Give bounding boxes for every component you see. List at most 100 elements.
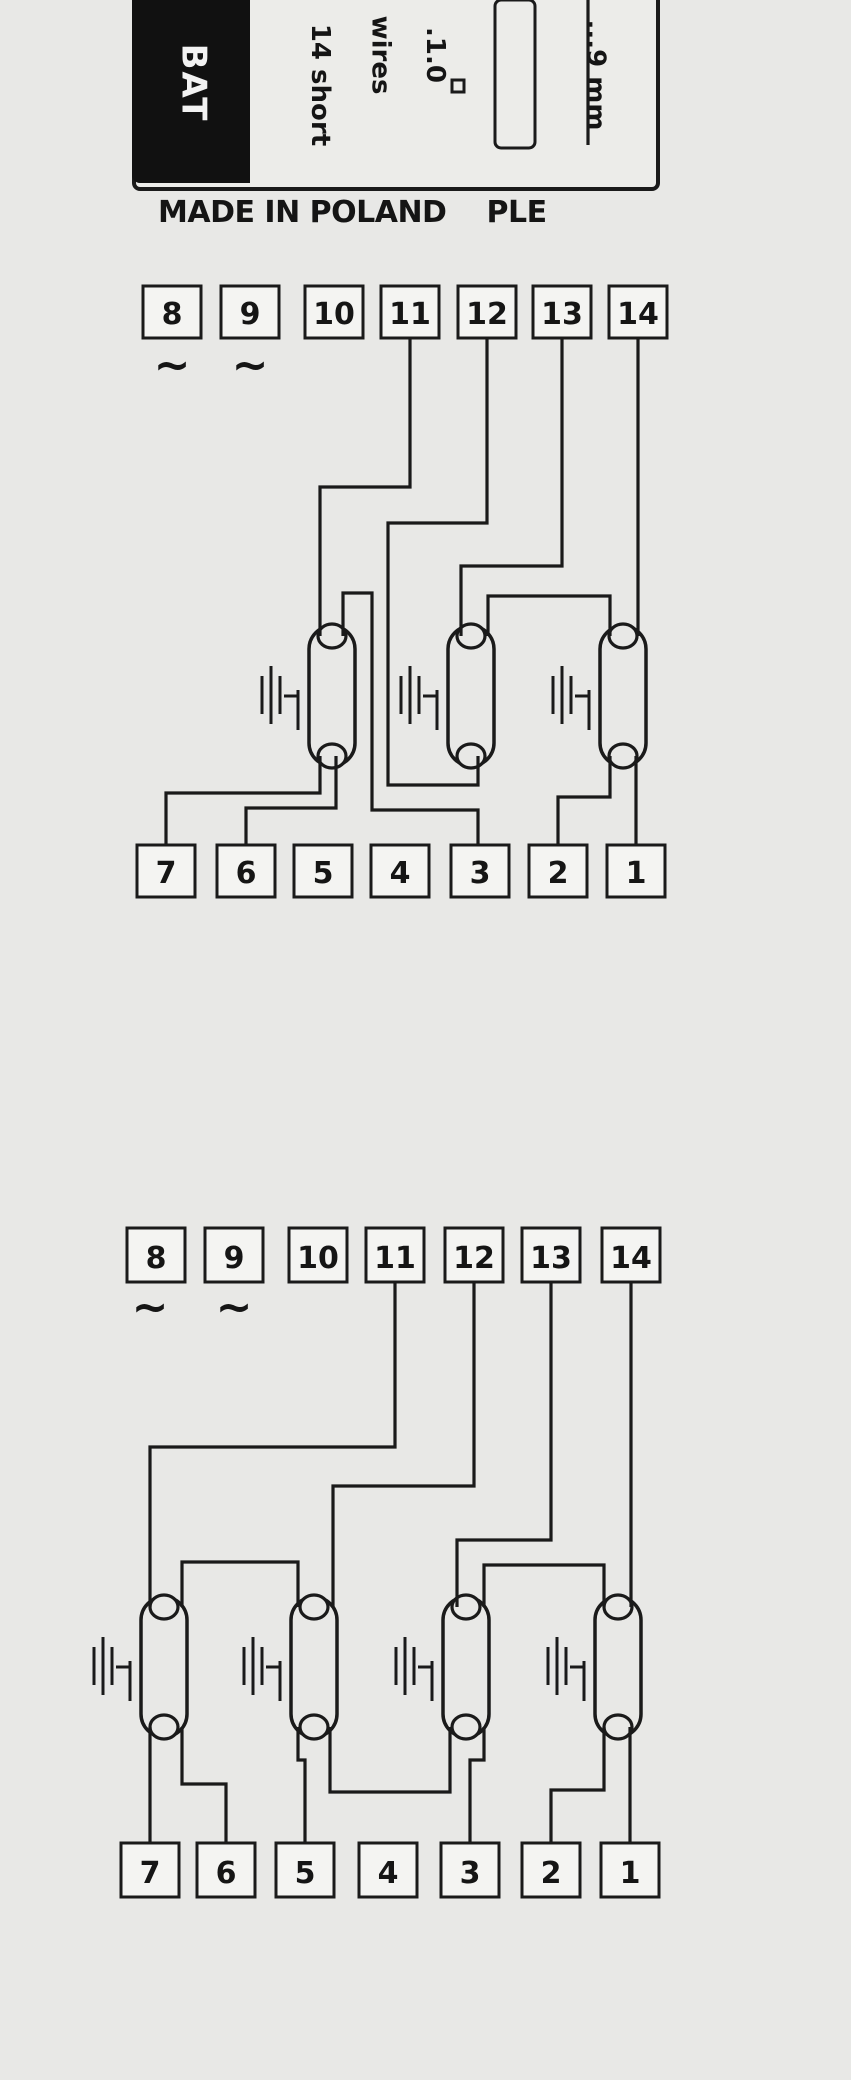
square-mark-icon [450, 78, 466, 94]
pin-number: 6 [236, 856, 257, 891]
glow-starter-icon [551, 666, 591, 730]
top-pin-9: 9 [203, 1226, 265, 1284]
pin-number: 3 [460, 1856, 481, 1891]
bottom-pin-1: 1 [599, 1841, 661, 1899]
wire-5 [296, 1727, 307, 1843]
tube-electrode-bottom [298, 1713, 330, 1741]
fluorescent-tube-1 [92, 1593, 189, 1741]
tube-electrode-bottom [455, 742, 487, 770]
ac-symbol: ~ [154, 340, 191, 391]
bottom-pin-2: 2 [520, 1841, 582, 1899]
made-in-poland: MADE IN POLAND [158, 195, 447, 230]
glow-starter-icon [546, 1637, 586, 1701]
wire-2 [549, 1727, 606, 1843]
fluorescent-tube-3 [394, 1593, 491, 1741]
pin-number: 3 [470, 856, 491, 891]
top-pin-13: 13 [520, 1226, 582, 1284]
pin-number: 6 [216, 1856, 237, 1891]
bottom-pin-3: 3 [439, 1841, 501, 1899]
top-pin-10: 10 [287, 1226, 349, 1284]
wire-6 [244, 756, 338, 845]
top-pin-12: 12 [456, 284, 518, 340]
fluorescent-tube-1 [260, 622, 357, 770]
bottom-pin-4: 4 [369, 843, 431, 899]
top-pin-8: 8 [141, 284, 203, 340]
tube-electrode-top [298, 1593, 330, 1621]
bat-black-block [132, 0, 250, 183]
fluorescent-tube-2 [242, 1593, 339, 1741]
pin-number: 14 [610, 1241, 652, 1276]
mark-ple: PLE [486, 195, 547, 230]
tube-electrode-bottom [148, 1713, 180, 1741]
pin-number: 1 [626, 856, 647, 891]
ac-symbol: ~ [232, 340, 269, 391]
wire-6 [180, 1727, 228, 1843]
wire-3 [468, 1727, 486, 1843]
pin-number: 11 [374, 1241, 416, 1276]
bottom-pin-3: 3 [449, 843, 511, 899]
wire-7 [164, 756, 322, 845]
bottom-pin-6: 6 [215, 843, 277, 899]
pin-number: 4 [378, 1856, 399, 1891]
wire-bridge-3-4 [482, 1563, 606, 1607]
pin-number: 1 [620, 1856, 641, 1891]
pin-number: 12 [453, 1241, 495, 1276]
wire-11 [318, 338, 412, 636]
tube-electrode-bottom [607, 742, 639, 770]
top-pin-14: 14 [600, 1226, 662, 1284]
pin-number: 2 [548, 856, 569, 891]
tube-electrode-top [455, 622, 487, 650]
wire-2 [556, 756, 612, 845]
bottom-pin-1: 1 [605, 843, 667, 899]
wire-bridge-2-3 [328, 1727, 452, 1794]
pin-number: 9 [240, 297, 261, 332]
tube-electrode-top [316, 622, 348, 650]
pin-number: 9 [224, 1241, 245, 1276]
tube-electrode-bottom [602, 1713, 634, 1741]
pin-number: 10 [313, 297, 355, 332]
bottom-pin-5: 5 [292, 843, 354, 899]
label-outline-box [493, 0, 537, 150]
bottom-pin-7: 7 [135, 843, 197, 899]
fluorescent-tube-3 [551, 622, 648, 770]
pin-number: 5 [313, 856, 334, 891]
bottom-pin-5: 5 [274, 1841, 336, 1899]
origin-text: MADE IN POLAND PLE [158, 195, 547, 230]
bottom-pin-7: 7 [119, 1841, 181, 1899]
top-pin-10: 10 [303, 284, 365, 340]
glow-starter-icon [260, 666, 300, 730]
top-pin-11: 11 [379, 284, 441, 340]
tube-electrode-top [148, 1593, 180, 1621]
pin-number: 11 [389, 297, 431, 332]
wire-11 [148, 1282, 397, 1607]
top-pin-8: 8 [125, 1226, 187, 1284]
bottom-pin-6: 6 [195, 1841, 257, 1899]
tube-electrode-bottom [316, 742, 348, 770]
wire-13 [455, 1282, 553, 1607]
fluorescent-tube-2 [399, 622, 496, 770]
top-pin-11: 11 [364, 1226, 426, 1284]
pin-number: 13 [541, 297, 583, 332]
wire-bridge-1-2 [180, 1560, 300, 1607]
pin-number: 8 [162, 297, 183, 332]
wire-12 [331, 1282, 476, 1607]
glow-starter-icon [92, 1637, 132, 1701]
wire-13 [459, 338, 564, 636]
bottom-pin-2: 2 [527, 843, 589, 899]
ac-symbol: ~ [132, 1282, 169, 1333]
tube-electrode-top [450, 1593, 482, 1621]
pin-number: 10 [297, 1241, 339, 1276]
pin-number: 2 [541, 1856, 562, 1891]
pin-number: 5 [295, 1856, 316, 1891]
tube-electrode-top [602, 1593, 634, 1621]
glow-starter-icon [399, 666, 439, 730]
top-pin-9: 9 [219, 284, 281, 340]
glow-starter-icon [242, 1637, 282, 1701]
pin-number: 7 [156, 856, 177, 891]
pin-number: 13 [530, 1241, 572, 1276]
tube-electrode-top [607, 622, 639, 650]
pin-number: 4 [390, 856, 411, 891]
